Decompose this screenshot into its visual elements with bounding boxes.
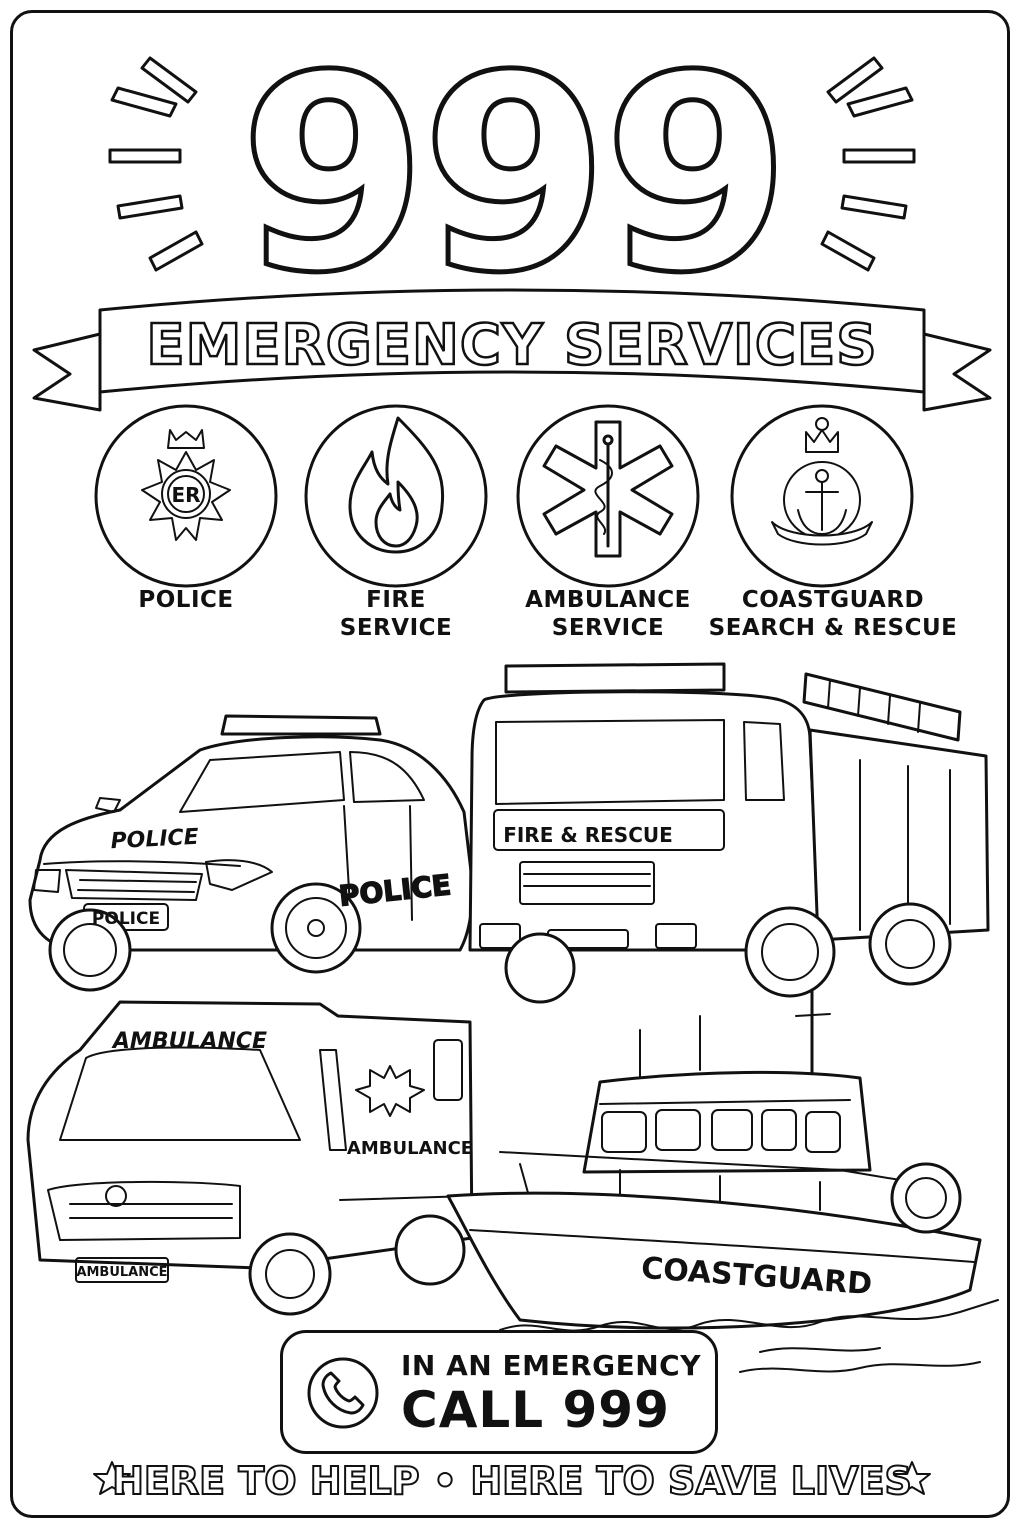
fire-engine (468, 662, 990, 1004)
call-box-line1: IN AN EMERGENCY (401, 1349, 701, 1382)
service-label-line2: SERVICE (551, 615, 665, 641)
police-car (28, 714, 474, 992)
service-label-fire: FIRE SERVICE (296, 586, 496, 642)
headline-999: 999 (239, 17, 785, 332)
anchor-crest-icon (771, 417, 873, 546)
phone-icon (307, 1357, 379, 1429)
service-label-line1: FIRE (366, 587, 426, 613)
police-badge-icon (141, 429, 231, 541)
service-label-police: POLICE (86, 586, 286, 614)
flame-icon (348, 416, 445, 554)
fire-front-text: FIRE & RESCUE (503, 823, 673, 847)
service-label-line1: COASTGUARD (741, 587, 925, 613)
police-plate-text: POLICE (92, 909, 160, 929)
service-label-line2: SEARCH & RESCUE (708, 615, 958, 641)
service-label-line1: POLICE (138, 587, 234, 613)
badge-monogram: ER (171, 483, 200, 507)
banner-title: EMERGENCY SERVICES (146, 313, 877, 378)
police-hood-text: POLICE (110, 825, 199, 855)
call-box-line2: CALL 999 (401, 1381, 670, 1439)
ambulance-top-text: AMBULANCE (111, 1029, 267, 1054)
banner-ribbon (32, 288, 992, 412)
ambulance-side-text: AMBULANCE (347, 1138, 473, 1159)
service-label-ambulance: AMBULANCE SERVICE (508, 586, 708, 642)
rays-left (108, 56, 204, 272)
ambulance-plate-text: AMBULANCE (76, 1265, 167, 1280)
service-label-coastguard: COASTGUARD SEARCH & RESCUE (708, 586, 958, 642)
footer-slogan: HERE TO HELP • HERE TO SAVE LIVES (112, 1459, 912, 1503)
emergency-call-box: IN AN EMERGENCY CALL 999 (280, 1330, 718, 1454)
page-border (10, 10, 1010, 1518)
ambulance (26, 1000, 474, 1316)
service-label-line1: AMBULANCE (525, 587, 691, 613)
star-left-icon (93, 1461, 131, 1495)
star-right-icon (893, 1461, 931, 1495)
star-of-life-icon (542, 420, 674, 558)
rays-right (820, 56, 916, 272)
service-label-line2: SERVICE (339, 615, 453, 641)
service-circles (94, 404, 914, 588)
coastguard-boat (446, 988, 999, 1373)
